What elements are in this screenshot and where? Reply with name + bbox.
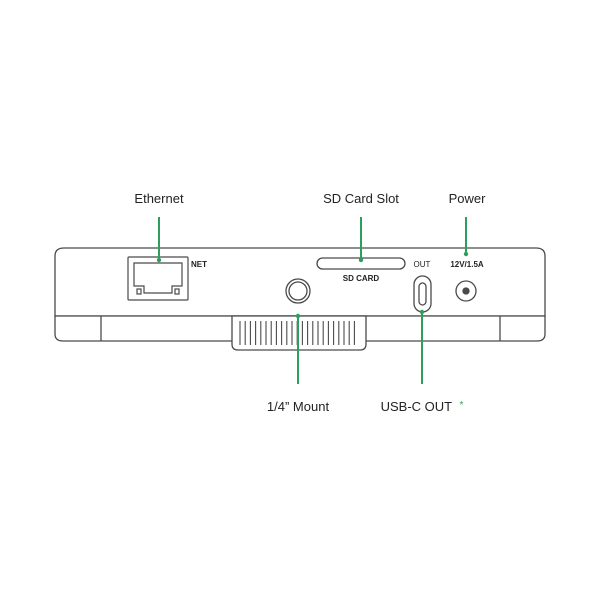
ethernet-callout: Ethernet	[134, 191, 184, 206]
net-label: NET	[191, 260, 207, 269]
leader-lines	[156, 217, 469, 384]
sd-card-slot-callout: SD Card Slot	[323, 191, 399, 206]
usbc-out-asterisk: *	[459, 400, 463, 411]
power-rating-label: 12V/1.5A	[450, 260, 484, 269]
power-callout: Power	[449, 191, 487, 206]
mount-callout: 1/4” Mount	[267, 399, 330, 414]
power-port	[455, 280, 477, 302]
sd-card-label: SD CARD	[343, 274, 380, 283]
tripod-mount	[285, 278, 311, 304]
usbc-out-text: USB-C OUT	[381, 399, 453, 414]
out-label: OUT	[414, 260, 431, 269]
usbc-out-callout: USB-C OUT *	[381, 399, 464, 414]
